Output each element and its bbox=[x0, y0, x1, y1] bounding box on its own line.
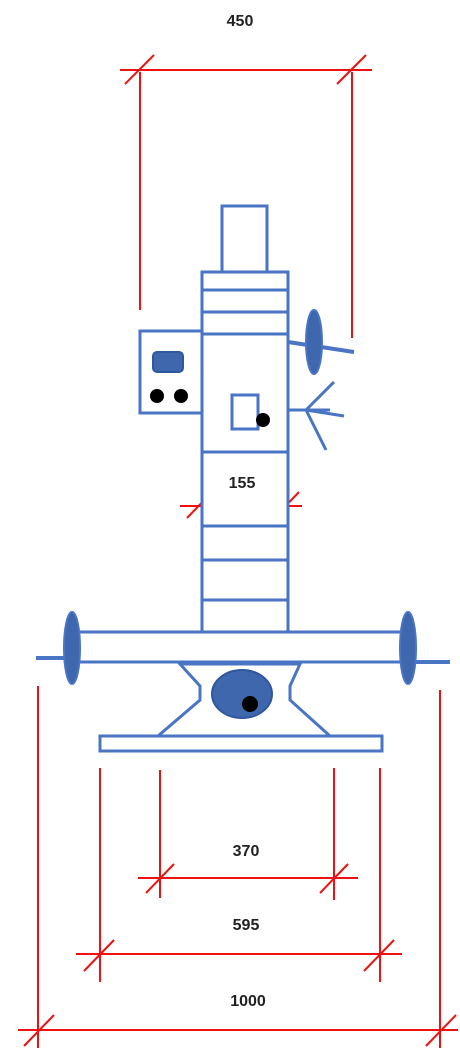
dim-base-outer bbox=[76, 768, 402, 982]
cross-feed-dot bbox=[242, 696, 258, 712]
machine-body bbox=[76, 204, 410, 753]
dim-overall-width bbox=[18, 686, 458, 1048]
head-knob-dot bbox=[256, 413, 270, 427]
display-screen bbox=[152, 351, 184, 373]
label-top-width: 450 bbox=[227, 13, 254, 30]
dimension-lines bbox=[18, 54, 458, 1048]
dim-top-width bbox=[120, 54, 372, 338]
label-base-outer: 595 bbox=[233, 917, 260, 934]
dim-base-inner bbox=[138, 768, 358, 900]
control-button-right bbox=[174, 389, 188, 403]
table-handwheel-right bbox=[399, 611, 450, 685]
head-window bbox=[230, 393, 260, 431]
base-plate bbox=[98, 734, 384, 753]
work-table bbox=[76, 630, 410, 664]
table-handwheel-left bbox=[36, 611, 81, 685]
quill-lever bbox=[288, 380, 345, 451]
control-button-left bbox=[150, 389, 164, 403]
cross-feed-wheel bbox=[211, 669, 273, 719]
label-base-inner: 370 bbox=[233, 843, 260, 860]
column bbox=[200, 450, 290, 636]
label-column-width: 155 bbox=[229, 475, 256, 492]
motor-housing bbox=[220, 204, 269, 274]
feed-handwheel bbox=[287, 309, 355, 375]
label-overall-width: 1000 bbox=[230, 993, 266, 1010]
